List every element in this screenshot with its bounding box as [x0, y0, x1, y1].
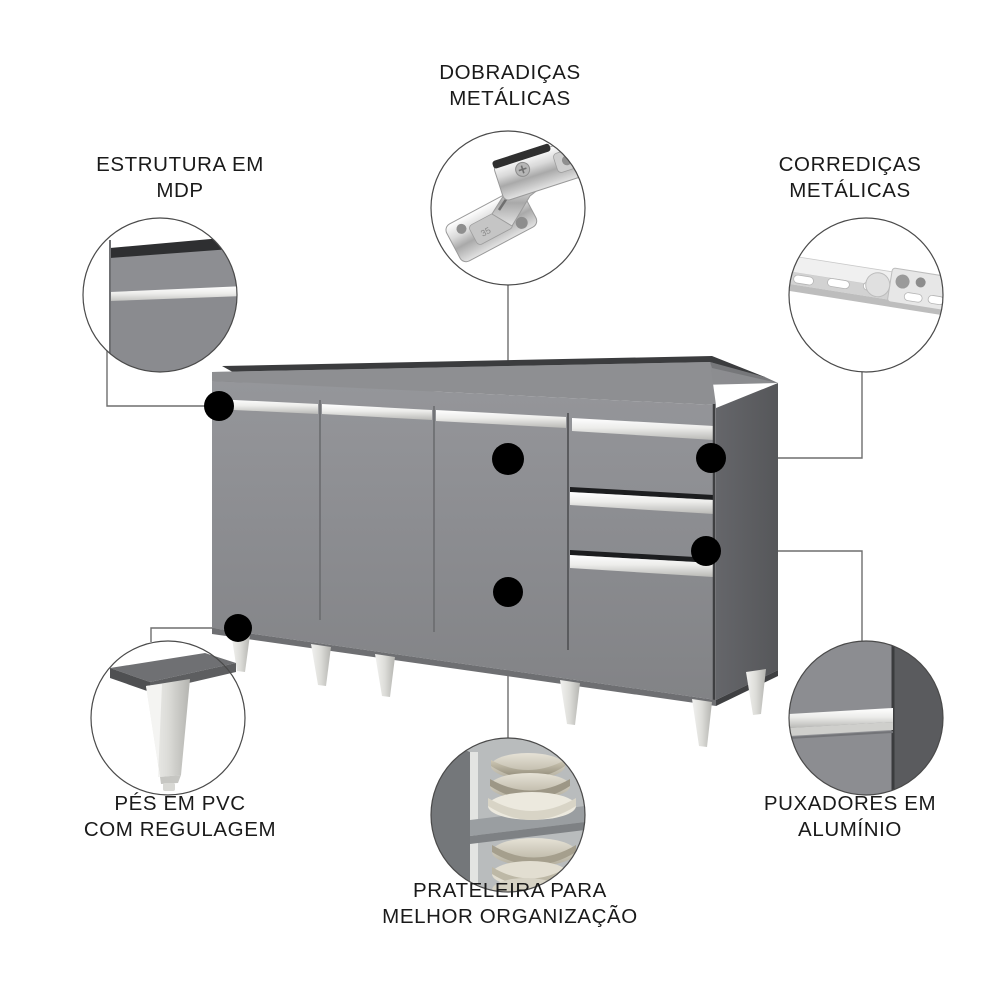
cabinet-front-face — [212, 381, 716, 700]
handle-door-1 — [214, 399, 318, 414]
handles-group-drawers — [570, 492, 714, 577]
leg-4 — [560, 680, 580, 725]
marker-prateleira — [493, 577, 523, 607]
leg-1 — [231, 632, 250, 672]
leg-5 — [692, 699, 712, 747]
drawer-sep-1 — [570, 487, 714, 500]
marker-dobradicas — [492, 443, 524, 475]
cabinet-illustration — [212, 356, 778, 747]
connector-pes — [150, 627, 238, 642]
cabinet-side-panel — [716, 383, 778, 700]
label-prateleira: PRATELEIRA PARA MELHOR ORGANIZAÇÃO — [382, 879, 638, 928]
drawer-separators — [570, 487, 714, 563]
label-pes-em-pvc: PÉS EM PVC COM REGULAGEM — [83, 792, 277, 841]
handle-drawer-3 — [570, 555, 713, 577]
marker-pes — [224, 614, 252, 642]
callout-circle-corredicas — [788, 217, 944, 373]
marker-corredicas — [696, 443, 726, 473]
cabinet-legs — [231, 632, 766, 747]
cabinet-front-top-edge — [212, 362, 716, 405]
callout-circle-puxadores — [788, 640, 944, 796]
connector-estrutura-mdp — [106, 333, 219, 407]
callout-circle-estrutura-mdp — [82, 217, 238, 373]
callout-circle-dobradicas: 35 — [430, 130, 586, 286]
callout-circle-pes — [90, 640, 246, 796]
cabinet-front-bottom-edge — [212, 628, 716, 706]
leg-2 — [311, 644, 331, 686]
handle-drawer-1 — [572, 418, 714, 440]
label-corredicas-metalicas: CORREDIÇAS METÁLICAS — [778, 153, 922, 202]
handle-door-2 — [322, 404, 432, 420]
label-puxadores-aluminio: PUXADORES EM ALUMÍNIO — [763, 792, 937, 841]
handle-drawer-2 — [570, 492, 714, 514]
handle-door-3 — [436, 410, 566, 428]
callout-circle-prateleira — [430, 737, 586, 893]
leg-3 — [375, 654, 395, 697]
handles-group-top — [214, 399, 714, 440]
drawer-sep-2 — [570, 550, 713, 563]
leg-6 — [746, 669, 766, 715]
label-dobradicas-metalicas: DOBRADIÇAS METÁLICAS — [439, 61, 581, 110]
label-estrutura-mdp: ESTRUTURA EM MDP — [96, 153, 264, 202]
marker-estrutura-mdp — [204, 391, 234, 421]
marker-puxadores — [691, 536, 721, 566]
cabinet-top-rim-back — [710, 362, 778, 383]
callout-markers — [204, 391, 726, 642]
svg-text:35: 35 — [479, 225, 493, 239]
